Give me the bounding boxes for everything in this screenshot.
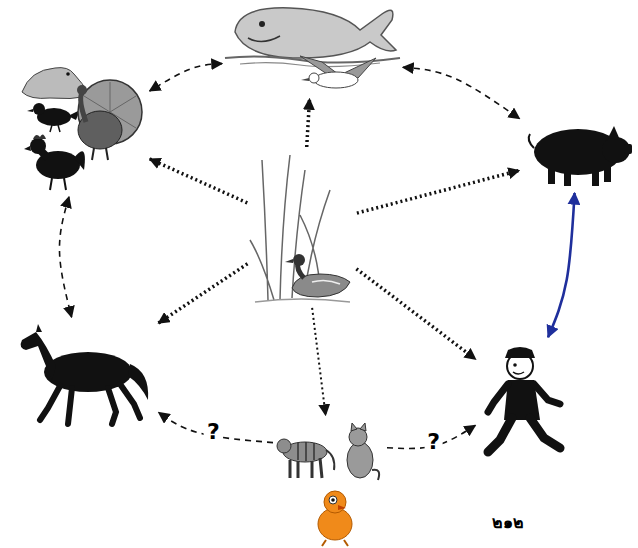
reeds-figure-part (255, 299, 350, 302)
turkey-figure-part (77, 85, 87, 95)
cat-figure-part (372, 470, 379, 480)
turkey-figure (77, 80, 142, 160)
seal-figure (22, 68, 90, 99)
duck-figure-part (293, 254, 305, 266)
cat-figure-part (347, 442, 373, 478)
seal-figure-part (22, 68, 90, 99)
transmission-arrow (307, 99, 310, 147)
rooster-figure-part (24, 146, 31, 151)
tiger-figure-part (326, 450, 334, 470)
cat-figure-part (351, 423, 366, 431)
pig-figure-part (604, 166, 611, 182)
transmission-arrow (356, 269, 475, 359)
horse-node (8, 320, 156, 428)
orange-bird-figure-part (322, 540, 348, 546)
blackbird-figure-part (27, 109, 33, 112)
whale-figure-part (259, 21, 265, 27)
orange-bird-figure-part (331, 498, 335, 502)
man-figure (488, 347, 560, 452)
turkey-figure-part (92, 148, 108, 160)
edge-label: ? (424, 430, 443, 454)
blackbird-figure (27, 103, 80, 132)
gull-figure-part (314, 72, 358, 88)
whale-figure-part (248, 36, 280, 42)
man-figure-part (488, 418, 560, 452)
tiger-figure-part (277, 439, 291, 453)
turkey-figure-part (81, 92, 86, 122)
transmission-arrow (150, 64, 222, 91)
transmission-arrow (357, 170, 519, 213)
orange-bird-figure-part (329, 496, 337, 504)
pig-figure-part (529, 134, 534, 148)
rooster-figure-part (33, 134, 46, 139)
blackbird-figure-part (33, 103, 45, 115)
duck-figure-part (312, 280, 340, 284)
whale-gull-group (225, 0, 400, 96)
edge-label: ? (204, 420, 223, 444)
man-figure-part (513, 363, 517, 367)
orange-bird-figure-part (338, 505, 346, 510)
man-figure-part (513, 372, 524, 374)
duck-figure (285, 254, 350, 297)
transmission-arrow (150, 159, 248, 203)
duck-reeds-node (250, 150, 354, 305)
pig-figure (529, 126, 632, 186)
seal-figure-part (66, 72, 70, 76)
whale-figure-part (235, 8, 396, 58)
rooster-figure (24, 134, 85, 190)
reeds-figure (250, 155, 350, 302)
transmission-arrow (312, 308, 325, 415)
orange-bird-figure (318, 491, 352, 546)
horse-figure-part (36, 324, 42, 332)
gull-figure-part (301, 78, 309, 81)
transmission-arrow-solid (548, 193, 574, 337)
man-figure-part (488, 384, 560, 412)
duck-figure-part (285, 259, 293, 263)
gull-figure (300, 56, 376, 88)
pig-figure-part (548, 168, 555, 184)
cat-figure (347, 423, 379, 480)
horse-figure (21, 324, 149, 424)
tiger-figure-part (298, 442, 314, 461)
horse-figure-part (40, 384, 140, 424)
pig-figure-part (608, 126, 620, 140)
page-number: ๒๑๒ (492, 510, 524, 535)
man-figure-part (505, 347, 535, 358)
pig-figure-part (564, 170, 571, 186)
rooster-figure-part (36, 151, 80, 179)
tiger-figure (277, 439, 334, 478)
man-node (478, 340, 578, 458)
pig-figure-part (592, 170, 599, 186)
blackbird-figure-part (50, 125, 60, 132)
gull-figure-part (309, 73, 319, 83)
rooster-figure-part (74, 151, 85, 170)
pig-figure-part (624, 144, 632, 154)
rooster-figure-part (50, 178, 66, 190)
rooster-figure-part (40, 150, 48, 158)
orange-bird-figure-part (324, 491, 346, 513)
transmission-arrow (59, 197, 71, 317)
horse-figure-part (21, 332, 56, 380)
tiger-figure-part (290, 458, 322, 478)
whale-figure (225, 8, 400, 67)
bird-seal-group (15, 62, 147, 194)
transmission-arrow (403, 67, 520, 118)
transmission-arrow (158, 264, 247, 323)
pig-node (522, 120, 634, 190)
cat-tiger-group (276, 418, 384, 482)
